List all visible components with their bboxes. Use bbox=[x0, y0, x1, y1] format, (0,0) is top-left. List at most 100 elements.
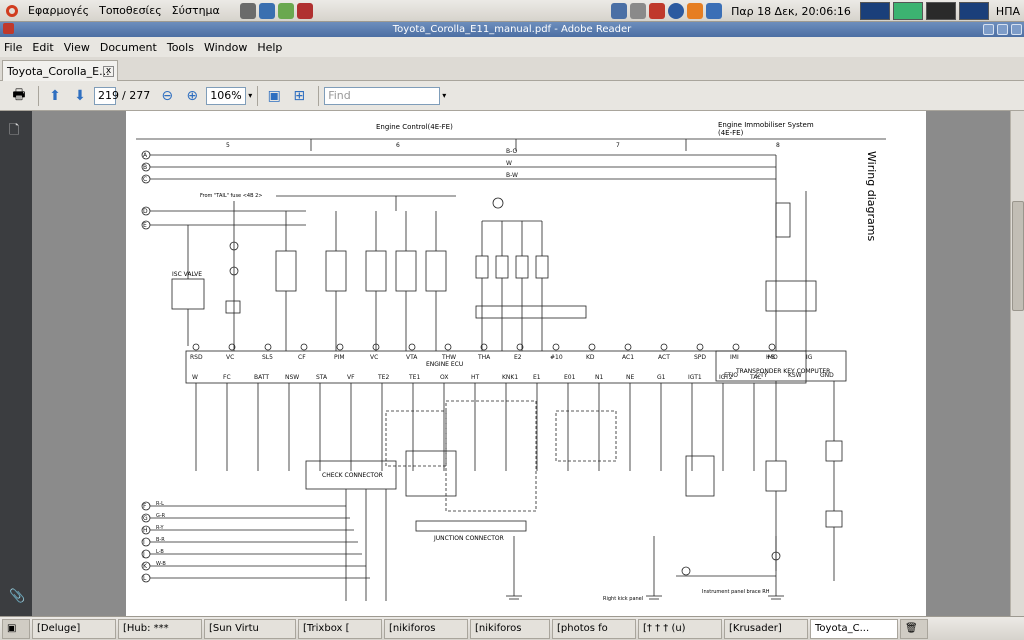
window-titlebar[interactable]: Toyota_Corolla_E11_manual.pdf - Adobe Re… bbox=[0, 22, 1024, 37]
attachments-icon[interactable]: 📎 bbox=[9, 589, 26, 604]
menu-places[interactable]: Τοποθεσίες bbox=[99, 4, 162, 17]
task-chat[interactable]: [† † † (u) bbox=[638, 618, 722, 639]
ecu-pin bbox=[732, 343, 740, 351]
wire-color-label: W-B bbox=[156, 561, 166, 567]
menu-edit[interactable]: Edit bbox=[32, 40, 54, 54]
prev-page-icon[interactable]: ⬆ bbox=[49, 87, 61, 104]
menu-tools[interactable]: Tools bbox=[166, 40, 194, 54]
tab-close-icon[interactable]: x bbox=[103, 66, 114, 77]
zoom-in-icon[interactable]: ⊕ bbox=[186, 87, 199, 104]
find-input[interactable]: Find bbox=[324, 86, 441, 105]
sensor-3 bbox=[395, 250, 417, 292]
wire-color-label: B-R bbox=[156, 537, 165, 543]
task-nikiforos-1[interactable]: [nikiforos bbox=[384, 618, 468, 639]
pages-panel-icon[interactable]: 🗋 bbox=[9, 123, 20, 138]
page-number-input[interactable]: 219 bbox=[94, 86, 119, 105]
zoom-select[interactable]: 106% bbox=[206, 86, 247, 105]
ecu-pin-label: STA bbox=[316, 374, 328, 381]
menu-document[interactable]: Document bbox=[99, 40, 157, 54]
vertical-scrollbar[interactable] bbox=[1010, 111, 1024, 616]
task-photos[interactable]: [photos fo bbox=[552, 618, 636, 639]
menu-applications[interactable]: Εφαρμογές bbox=[28, 4, 90, 17]
clock-spring-switch bbox=[765, 460, 787, 492]
minimize-button[interactable] bbox=[983, 24, 994, 35]
show-desktop-icon[interactable]: ▣ bbox=[2, 618, 30, 639]
maximize-button[interactable] bbox=[997, 24, 1008, 35]
ecu-pin-label: NSW bbox=[285, 374, 299, 381]
print-icon[interactable]: 🖶 bbox=[12, 86, 26, 103]
wire-color-label: L-B bbox=[156, 549, 164, 555]
menu-system[interactable]: Σύστημα bbox=[171, 4, 220, 17]
page-total: / 277 bbox=[122, 89, 151, 102]
ecu-pin-label: KNK1 bbox=[502, 374, 518, 381]
task-hub[interactable]: [Hub: *** bbox=[118, 618, 202, 639]
camera-icon[interactable] bbox=[239, 2, 256, 19]
wire-color-label: W bbox=[506, 160, 512, 167]
network-icon[interactable] bbox=[611, 3, 628, 19]
task-deluge[interactable]: [Deluge] bbox=[32, 618, 116, 639]
menu-window[interactable]: Window bbox=[203, 40, 248, 54]
panel-clock[interactable]: Παρ 18 Δεκ, 20:06:16 bbox=[731, 4, 851, 18]
integration-relay bbox=[825, 510, 843, 528]
section-title: Wiring diagrams bbox=[865, 151, 878, 242]
isc-valve-label: ISC VALVE bbox=[172, 271, 203, 278]
ecu-pin-label: SL5 bbox=[262, 354, 273, 361]
keyboard-layout[interactable]: ΗΠΑ bbox=[995, 4, 1020, 18]
zoom-dropdown-icon[interactable]: ▾ bbox=[248, 91, 253, 100]
task-nikiforos-2[interactable]: [nikiforos bbox=[470, 618, 550, 639]
task-adobe-reader[interactable]: Toyota_C... bbox=[810, 618, 898, 639]
ecu-pin-label: N1 bbox=[595, 374, 603, 381]
net-monitor-icon[interactable] bbox=[925, 2, 956, 20]
wire-color-label: R-Y bbox=[156, 525, 164, 531]
connector-letter: F bbox=[143, 503, 147, 510]
volume-icon[interactable] bbox=[630, 3, 647, 19]
find-dropdown-icon[interactable]: ▾ bbox=[442, 91, 447, 100]
transponder-pin-label: +B bbox=[766, 354, 775, 361]
connector-pin-C bbox=[141, 174, 151, 184]
task-trixbox[interactable]: [Trixbox [ bbox=[298, 618, 382, 639]
display-icon[interactable] bbox=[706, 3, 723, 19]
task-krusader[interactable]: [Krusader] bbox=[724, 618, 808, 639]
note-tail-fuse: From "TAIL" fuse <4B 2> bbox=[200, 193, 263, 199]
menu-file[interactable]: File bbox=[4, 40, 23, 54]
tab-document[interactable]: Toyota_Corolla_E... x bbox=[2, 60, 118, 81]
note-kick-panel: Right kick panel bbox=[603, 596, 644, 602]
taskbar: ▣ [Deluge] [Hub: *** [Sun Virtu [Trixbox… bbox=[0, 616, 1024, 640]
top-panel: Εφαρμογές Τοποθεσίες Σύστημα Παρ 18 Δεκ,… bbox=[0, 0, 1024, 22]
sensor-2 bbox=[365, 250, 387, 292]
menu-view[interactable]: View bbox=[63, 40, 90, 54]
zoom-out-icon[interactable]: ⊖ bbox=[161, 87, 174, 104]
ecu-pin bbox=[264, 343, 272, 351]
update-icon[interactable] bbox=[687, 3, 704, 19]
menu-help[interactable]: Help bbox=[257, 40, 283, 54]
next-page-icon[interactable]: ⬇ bbox=[74, 87, 86, 104]
scroll-thumb[interactable] bbox=[1012, 201, 1024, 311]
distro-logo-icon[interactable] bbox=[6, 4, 18, 17]
toolbar-separator bbox=[318, 85, 320, 106]
load-monitor-icon[interactable] bbox=[958, 2, 989, 20]
transponder-pin-label: CTY bbox=[756, 372, 768, 379]
globe-icon[interactable] bbox=[668, 3, 685, 19]
fit-page-icon[interactable]: ▣ bbox=[267, 87, 281, 104]
header-right: Engine Immobiliser System bbox=[718, 121, 814, 129]
task-sun-virtualbox[interactable]: [Sun Virtu bbox=[204, 618, 296, 639]
connector-letter: A bbox=[143, 152, 148, 159]
connector-pin bbox=[771, 551, 781, 561]
trash-icon[interactable]: 🗑 bbox=[900, 618, 928, 639]
knock-sensor-shield bbox=[385, 410, 447, 467]
engine-ecu-box bbox=[185, 350, 807, 384]
leaf-icon[interactable] bbox=[277, 2, 294, 19]
transponder-label: TRANSPONDER KEY COMPUTER bbox=[736, 368, 831, 375]
cpu-monitor-icon[interactable] bbox=[859, 2, 890, 20]
cube-icon[interactable] bbox=[258, 2, 275, 19]
connector-pin-D bbox=[141, 206, 151, 216]
close-button[interactable] bbox=[1011, 24, 1022, 35]
ecu-pin-label: BATT bbox=[254, 374, 269, 381]
fit-width-icon[interactable]: ⊞ bbox=[293, 87, 306, 104]
ecu-pin bbox=[660, 343, 668, 351]
mem-monitor-icon[interactable] bbox=[892, 2, 923, 20]
terminal-icon[interactable] bbox=[296, 2, 313, 19]
pdf-icon[interactable] bbox=[649, 3, 666, 19]
ecu-b-fuse bbox=[775, 202, 791, 238]
